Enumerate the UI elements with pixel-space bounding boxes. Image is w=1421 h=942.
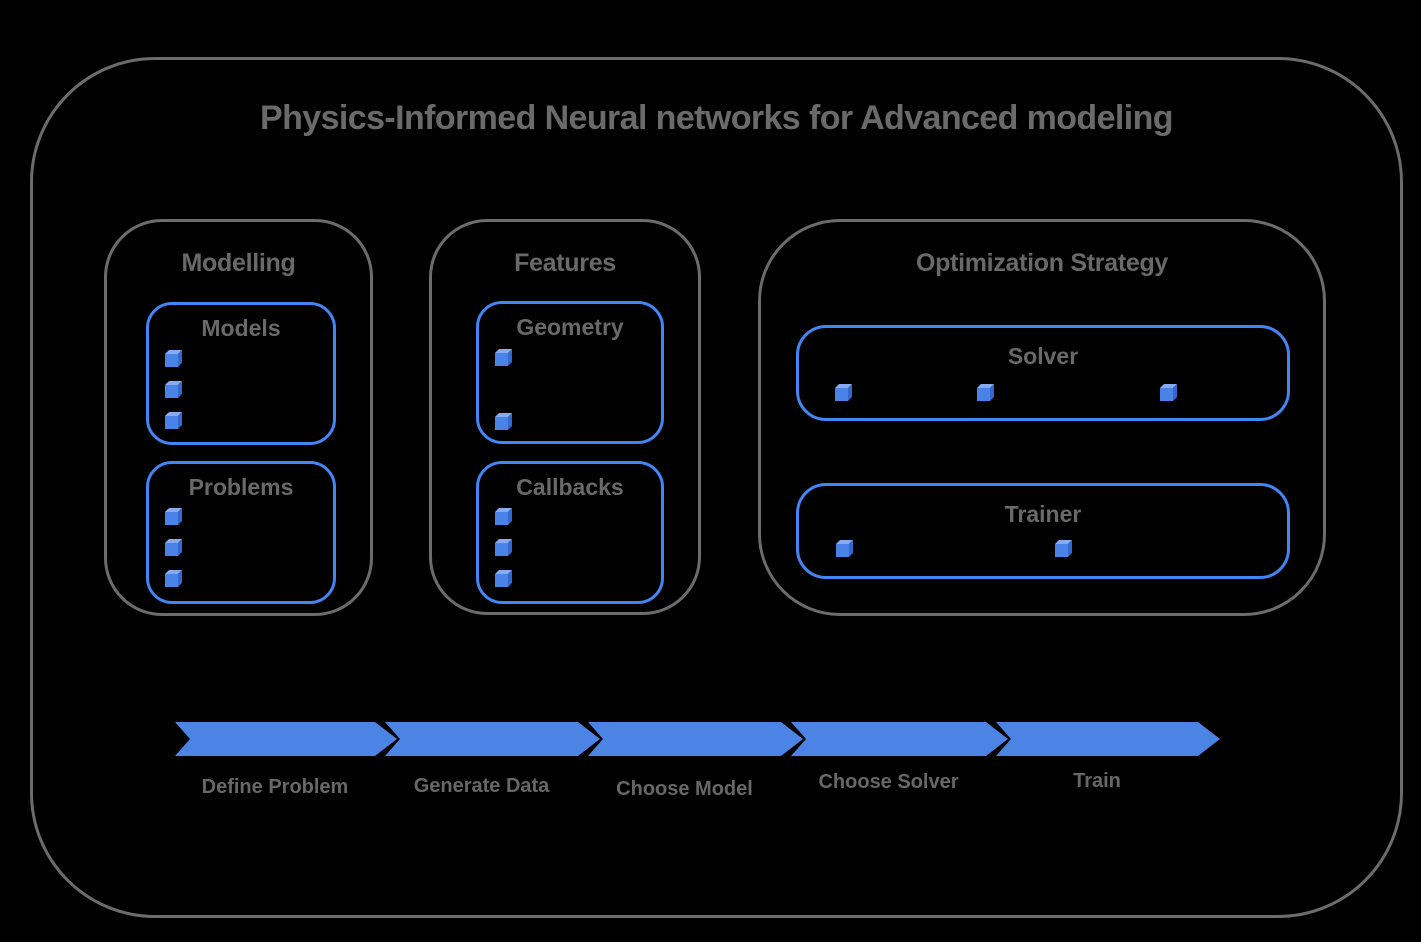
section-features-title: Features	[514, 249, 616, 277]
box-models: Models	[146, 302, 336, 445]
arrow-segment-icon	[791, 722, 1008, 756]
section-modelling-title: Modelling	[181, 249, 296, 277]
section-optimization-strategy: Optimization Strategy Solver Trainer	[758, 219, 1326, 616]
cube-icon	[835, 388, 848, 401]
cube-icon	[495, 543, 508, 556]
diagram-title: Physics-Informed Neural networks for Adv…	[260, 99, 1173, 137]
cube-icon	[165, 416, 178, 429]
section-modelling: Modelling Models Problems	[104, 219, 373, 616]
box-problems-bullets	[165, 512, 178, 587]
cube-icon	[165, 385, 178, 398]
flow-step-define-problem: Define Problem	[201, 776, 349, 798]
box-problems: Problems	[146, 461, 336, 604]
box-solver-title: Solver	[1007, 343, 1079, 369]
cube-icon	[1160, 388, 1173, 401]
cube-icon	[165, 512, 178, 525]
diagram-outer-frame	[30, 57, 1403, 918]
section-features: Features Geometry Callbacks	[429, 219, 701, 615]
box-geometry: Geometry	[476, 301, 664, 444]
arrow-segment-icon	[385, 722, 600, 756]
section-optimization-title: Optimization Strategy	[915, 249, 1169, 277]
flow-step-train: Train	[1073, 770, 1121, 792]
box-geometry-title: Geometry	[516, 314, 624, 340]
cube-icon	[836, 544, 849, 557]
box-callbacks-bullets	[495, 512, 508, 587]
cube-icon	[495, 353, 508, 366]
cube-icon	[977, 388, 990, 401]
box-trainer-title: Trainer	[1004, 501, 1082, 527]
box-models-bullets	[165, 354, 178, 429]
cube-icon	[1055, 544, 1068, 557]
arrow-segment-icon	[588, 722, 803, 756]
box-geometry-bullets	[495, 353, 508, 430]
box-callbacks: Callbacks	[476, 461, 664, 604]
cube-icon	[495, 417, 508, 430]
box-models-title: Models	[201, 315, 281, 341]
box-problems-title: Problems	[188, 474, 294, 500]
flow-step-generate-data: Generate Data	[413, 775, 550, 797]
cube-icon	[165, 354, 178, 367]
box-callbacks-title: Callbacks	[516, 474, 624, 500]
cube-icon	[165, 574, 178, 587]
cube-icon	[495, 574, 508, 587]
flow-step-choose-model: Choose Model	[616, 778, 753, 800]
box-trainer: Trainer	[796, 483, 1290, 579]
box-solver: Solver	[796, 325, 1290, 421]
cube-icon	[165, 543, 178, 556]
flow-step-choose-solver: Choose Solver	[818, 771, 959, 793]
cube-icon	[495, 512, 508, 525]
arrow-segment-icon	[996, 722, 1220, 756]
workflow-arrow: Define Problem Generate Data Choose Mode…	[175, 722, 1220, 832]
arrow-segment-icon	[175, 722, 397, 756]
